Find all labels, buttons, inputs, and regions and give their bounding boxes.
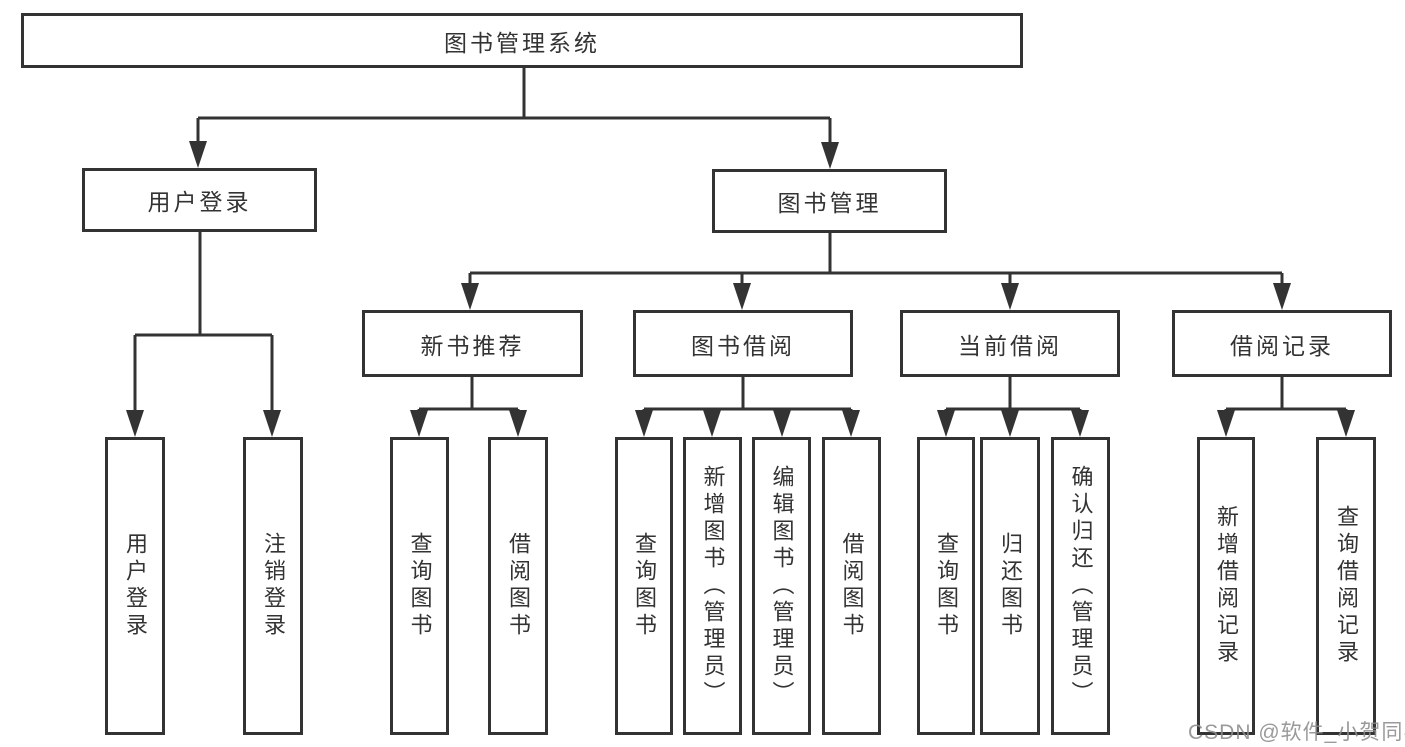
leaf-borrow-books: 借阅图书 <box>822 437 881 735</box>
node-new-book-recommend: 新书推荐 <box>362 310 583 377</box>
node-label: 新增图书（管理员） <box>700 464 726 708</box>
node-label: 借阅图书 <box>839 532 865 640</box>
leaf-query-books-recommend: 查询图书 <box>390 437 449 735</box>
node-label: 新增借阅记录 <box>1214 505 1239 667</box>
leaf-query-books-current: 查询图书 <box>917 437 975 735</box>
node-library-management-system: 图书管理系统 <box>21 13 1023 68</box>
node-label: 查询图书 <box>632 532 657 640</box>
node-label: 图书管理 <box>777 190 882 216</box>
leaf-add-borrow-record: 新增借阅记录 <box>1197 437 1255 735</box>
leaf-logout: 注销登录 <box>243 437 303 735</box>
node-label: 图书借阅 <box>691 332 795 359</box>
node-label: 编辑图书（管理员） <box>769 464 795 708</box>
leaf-edit-book-admin: 编辑图书（管理员） <box>752 437 811 735</box>
node-label: 借阅图书 <box>506 532 531 640</box>
node-label: 当前借阅 <box>958 332 1062 359</box>
leaf-borrow-books-recommend: 借阅图书 <box>488 437 548 735</box>
node-label: 图书管理系统 <box>444 29 600 56</box>
node-label: 查询图书 <box>934 532 959 640</box>
leaf-query-books-borrow: 查询图书 <box>615 437 673 735</box>
node-label: 查询借阅记录 <box>1334 505 1359 667</box>
node-label: 确认归还（管理员） <box>1068 464 1094 708</box>
node-user-login: 用户登录 <box>82 168 317 232</box>
leaf-query-borrow-record: 查询借阅记录 <box>1316 437 1376 735</box>
node-label: 新书推荐 <box>420 332 525 359</box>
node-label: 用户登录 <box>147 189 252 215</box>
leaf-confirm-return-admin: 确认归还（管理员） <box>1051 437 1110 735</box>
leaf-add-book-admin: 新增图书（管理员） <box>683 437 742 735</box>
leaf-return-book: 归还图书 <box>980 437 1040 735</box>
node-label: 注销登录 <box>261 532 286 640</box>
node-book-management: 图书管理 <box>712 169 947 233</box>
leaf-user-login: 用户登录 <box>105 437 165 735</box>
node-current-borrow: 当前借阅 <box>900 310 1120 377</box>
node-label: 用户登录 <box>123 532 148 640</box>
node-book-borrow: 图书借阅 <box>633 310 853 377</box>
node-label: 归还图书 <box>998 532 1023 640</box>
node-label: 借阅记录 <box>1230 332 1334 359</box>
node-borrow-records: 借阅记录 <box>1172 310 1392 377</box>
node-label: 查询图书 <box>407 532 433 640</box>
csdn-watermark: CSDN @软件_小贺同学 <box>1188 721 1405 744</box>
